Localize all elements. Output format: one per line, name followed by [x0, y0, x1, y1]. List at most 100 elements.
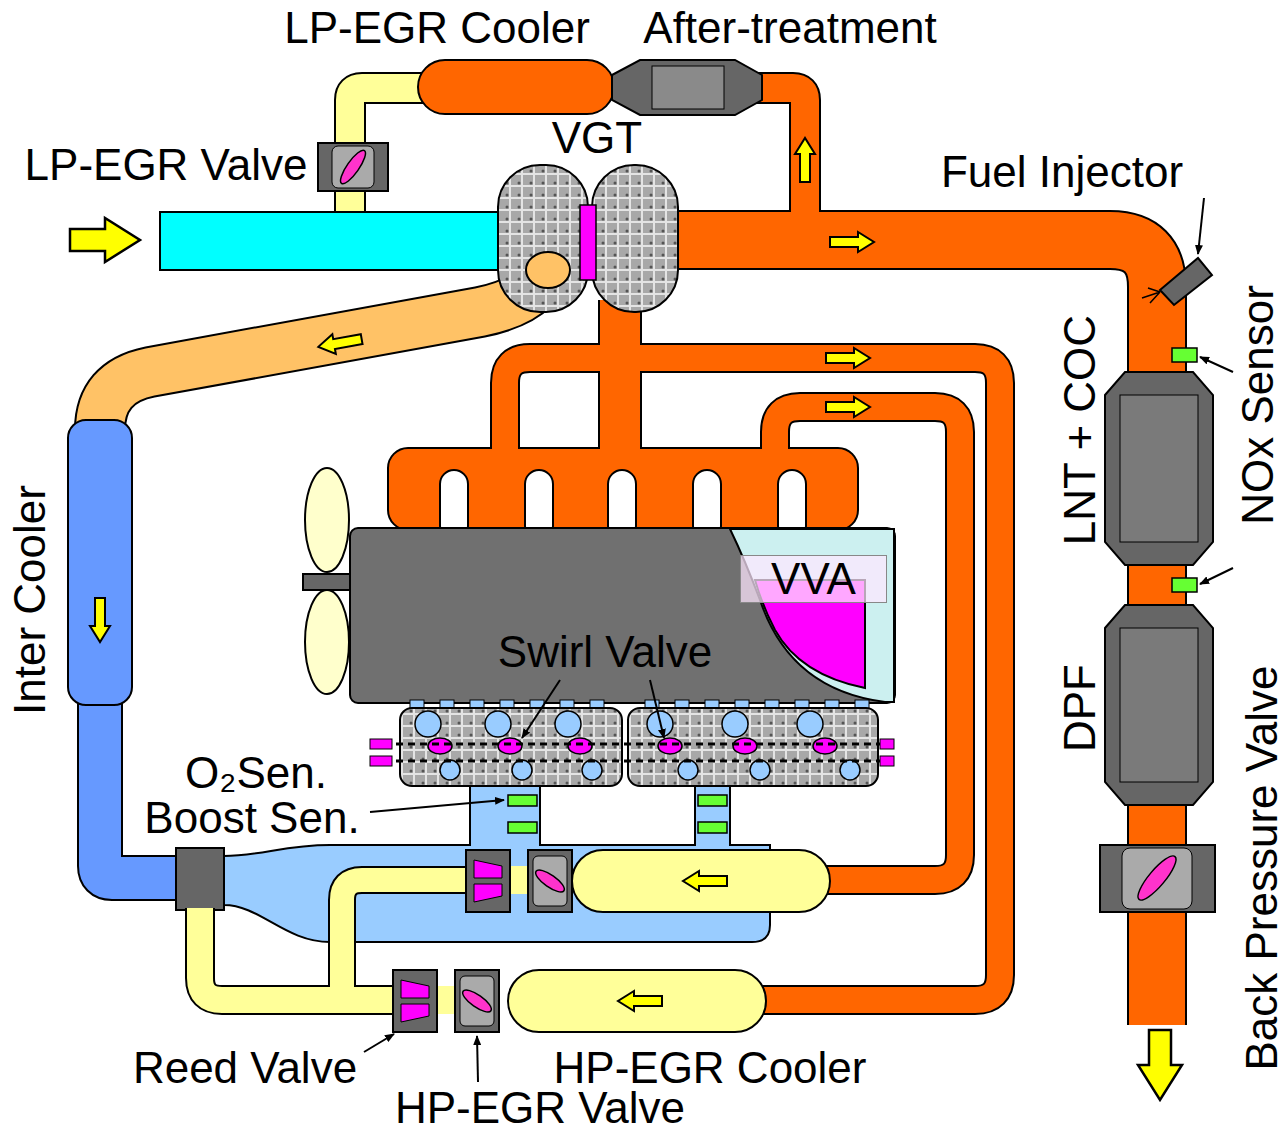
part-label: NOx Sensor	[1236, 285, 1280, 525]
vgt-turbocharger	[498, 165, 678, 312]
lnt-coc-canister	[1105, 372, 1213, 565]
engine-block	[350, 528, 895, 703]
part-label: LP-EGR Valve	[25, 143, 308, 187]
swirl-valve-block	[880, 739, 894, 749]
swirl-valve-block	[797, 711, 823, 737]
flow-arrow	[70, 218, 140, 262]
o2-boost-sensor	[698, 795, 727, 806]
hp-egr-valve	[533, 866, 568, 895]
vgt-turbocharger	[592, 165, 678, 312]
node-text: VVA	[771, 557, 856, 601]
reed-valve	[393, 850, 510, 1032]
lp-egr-valve	[318, 143, 388, 191]
swirl-valve-block	[733, 738, 757, 754]
exhaust-pipe-outline	[598, 300, 642, 470]
engine-fan	[303, 468, 353, 694]
hp-egr-cooler	[508, 970, 766, 1032]
charge-air-pipe	[100, 262, 548, 430]
leader-line	[364, 1034, 394, 1052]
o2-boost-sensor	[508, 795, 537, 806]
swirl-valve-block	[658, 738, 682, 754]
engine-fan	[305, 468, 349, 572]
engine-fan	[305, 590, 349, 694]
egr-return-pipe	[200, 908, 410, 1000]
swirl-valve-block	[372, 744, 892, 761]
part-label: HP-EGR Valve	[395, 1086, 685, 1130]
part-label: O₂Sen.	[185, 751, 327, 795]
hp-egr-cooler	[572, 850, 830, 912]
flow-arrow	[618, 991, 662, 1011]
flow-arrow	[683, 871, 727, 891]
egr-return-pipe	[200, 908, 410, 1000]
charge-air-pipe	[100, 262, 548, 430]
part-label: Inter Cooler	[8, 485, 52, 715]
flow-arrow	[795, 138, 815, 182]
swirl-valve-block	[722, 711, 748, 737]
swirl-valve-block	[428, 738, 452, 754]
swirl-valve-block	[568, 738, 592, 754]
lnt-coc-canister	[1120, 395, 1198, 542]
hp-egr-valve	[460, 976, 494, 1026]
o2-boost-sensor	[508, 822, 537, 833]
throttle-body	[176, 848, 224, 910]
lp-egr-valve	[332, 146, 374, 188]
intake-pipe	[160, 212, 505, 270]
leader-line	[477, 1036, 478, 1082]
part-label: Fuel Injector	[941, 150, 1183, 194]
nox-sensor	[1172, 578, 1197, 592]
part-label: LP-EGR Cooler	[284, 6, 590, 50]
vgt-turbocharger	[498, 165, 588, 312]
vva-box: VVA	[740, 555, 887, 603]
fuel-injector	[1142, 258, 1212, 305]
flow-arrow	[826, 397, 870, 417]
hp-egr-valve	[455, 970, 499, 1032]
leader-line	[370, 800, 504, 812]
intercooler	[68, 420, 132, 705]
swirl-valve-block	[370, 739, 392, 749]
swirl-valve-block	[840, 760, 860, 780]
part-label: LNT + COC	[1058, 315, 1102, 545]
swirl-valve-block	[813, 738, 837, 754]
lnt-coc-canister	[1105, 372, 1213, 565]
leader-line	[1200, 568, 1233, 584]
swirl-valve-block	[555, 711, 581, 737]
nox-sensor	[1172, 348, 1197, 362]
swirl-valve-block	[628, 708, 878, 786]
hp-egr-valve	[455, 850, 572, 1032]
o2-boost-sensor	[698, 822, 727, 833]
lp-egr-valve	[318, 143, 388, 191]
back-pressure-valve	[1122, 848, 1192, 909]
swirl-valve-block	[512, 760, 532, 780]
leader-line	[522, 680, 560, 738]
hp-egr-valve	[533, 856, 567, 906]
swirl-valve-block	[582, 760, 602, 780]
dpf-canister	[1120, 628, 1198, 782]
back-pressure-valve	[1100, 845, 1215, 912]
lp-egr-valve	[337, 147, 370, 187]
part-label: After-treatment	[643, 6, 936, 50]
dpf-canister	[1105, 605, 1213, 805]
swirl-valve-block	[678, 760, 698, 780]
after-treatment-canister	[612, 60, 762, 115]
back-pressure-valve	[1133, 851, 1181, 904]
reed-valve	[393, 970, 437, 1032]
swirl-valve-block	[400, 708, 622, 786]
part-label: Swirl Valve	[498, 630, 712, 674]
reed-valve	[474, 884, 502, 902]
dpf-canister	[1105, 605, 1213, 805]
vgt-turbocharger	[526, 252, 570, 288]
part-label: DPF	[1058, 664, 1102, 752]
egr-return-pipe	[342, 880, 468, 1000]
swirl-valve-block	[415, 711, 441, 737]
leader-line	[364, 198, 1233, 1082]
leader-line	[1200, 357, 1233, 372]
flow-arrow	[826, 348, 870, 368]
flow-arrow	[317, 329, 364, 356]
after-treatment-canister	[652, 66, 724, 109]
swirl-valve-block	[370, 756, 392, 766]
egr-return-pipe	[342, 880, 468, 1000]
part-label: Back Pressure Valve	[1240, 665, 1284, 1070]
leader-line	[1198, 198, 1204, 254]
egr-return-pipe	[435, 986, 457, 1014]
reed-valve	[401, 1004, 429, 1022]
